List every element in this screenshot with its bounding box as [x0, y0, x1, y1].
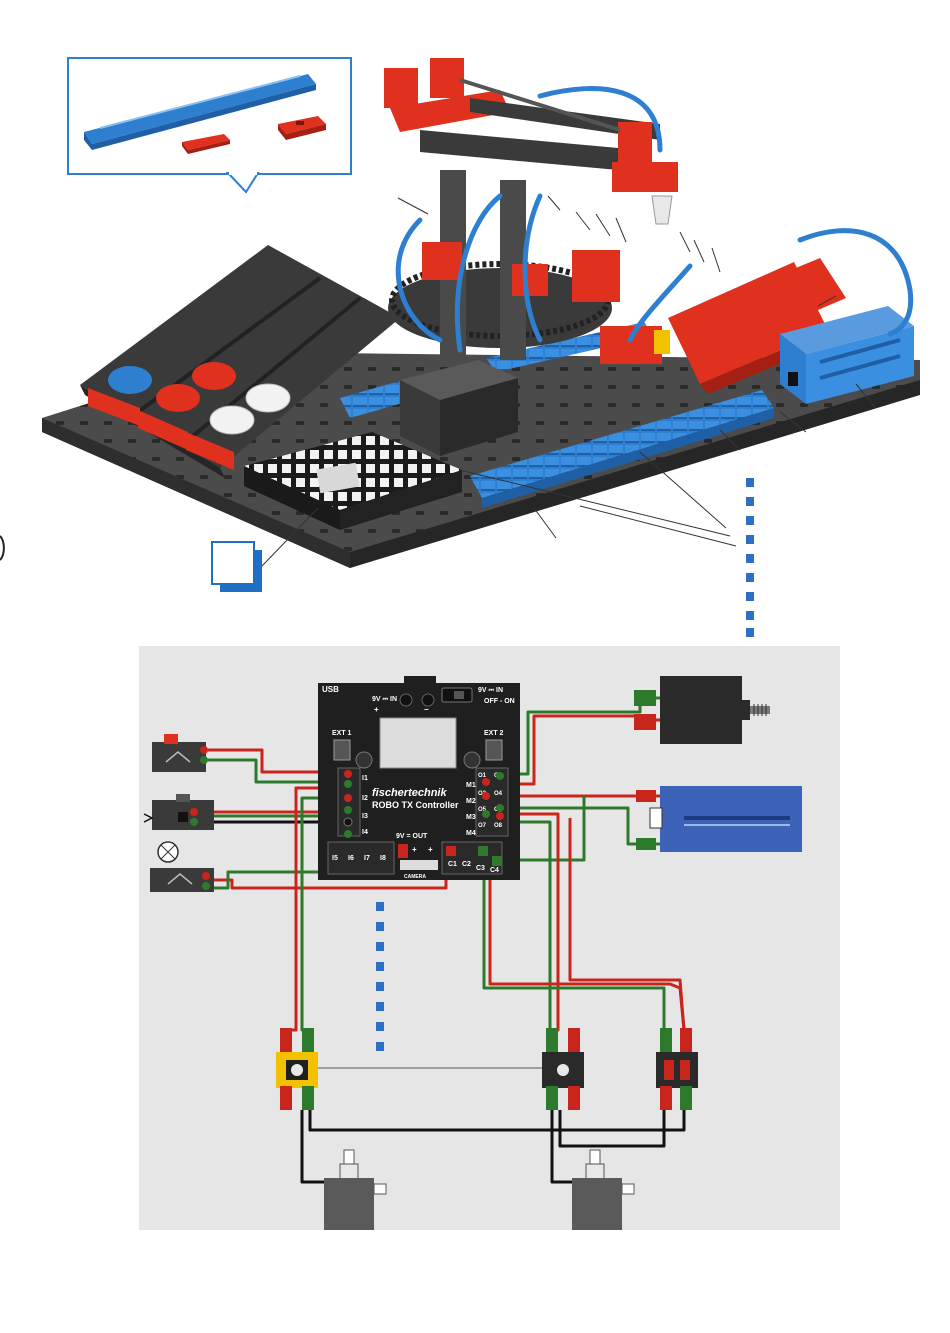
power-jack-minus[interactable]: [422, 694, 434, 706]
output-o7-label: O7: [478, 823, 487, 829]
input-i3-ground[interactable]: [344, 830, 352, 838]
output-o2-plug[interactable]: [496, 772, 504, 780]
input-i6-label: I6: [348, 855, 354, 862]
pneumatic-cylinder-icon: [572, 1178, 622, 1230]
motor-m1-label: M1: [466, 782, 476, 789]
counter-c4-plug[interactable]: [492, 856, 502, 866]
power-in-right-label: 9V ⎓ IN: [478, 687, 503, 694]
plus-label: +: [374, 705, 379, 714]
white-workpiece: [246, 384, 290, 412]
out-9v-plus-sign-2: +: [428, 845, 433, 854]
ext2-label: EXT 2: [484, 730, 504, 737]
motor-m3-label: M3: [466, 814, 476, 821]
white-workpiece: [210, 406, 254, 434]
robo-tx-controller: USB 9V ⎓ IN 9V ⎓ IN OFF - ON + − EXT 1 E…: [318, 676, 520, 880]
input-i3-plug[interactable]: [344, 818, 352, 826]
output-o5-plug[interactable]: [482, 810, 490, 818]
solenoid-valve-icon: [656, 1052, 698, 1088]
power-in-left-label: 9V ⎓ IN: [372, 696, 397, 703]
input-i1-ground[interactable]: [344, 780, 352, 788]
input-i2-ground[interactable]: [344, 806, 352, 814]
dotted-connector-top: [746, 478, 754, 637]
pushbutton-switch-icon: [164, 734, 178, 744]
out-9v-label: 9V = OUT: [396, 833, 428, 840]
input-i3-label: I3: [362, 813, 368, 820]
switch-label: OFF - ON: [484, 698, 515, 705]
output-o8-label: O8: [494, 823, 503, 829]
output-o1-plug[interactable]: [482, 778, 490, 786]
display-screen: [380, 718, 456, 768]
input-ports-bottom: I5 I6 I7 I8: [328, 842, 394, 874]
blue-workpiece: [108, 366, 152, 394]
counter-ports: C1 C2 C3 C4: [442, 842, 502, 874]
left-button[interactable]: [356, 752, 372, 768]
compressor: [636, 786, 802, 852]
counter-c2-label: C2: [462, 861, 471, 868]
ext1-label: EXT 1: [332, 730, 352, 737]
ext1-port[interactable]: [334, 740, 350, 760]
counter-c4-label: C4: [490, 867, 499, 874]
input-i8-label: I8: [380, 855, 386, 862]
out-9v-plus-sign: +: [412, 845, 417, 854]
turntable-tower: [388, 170, 620, 360]
ext2-port[interactable]: [486, 740, 502, 760]
wiring-diagram: USB 9V ⎓ IN 9V ⎓ IN OFF - ON + − EXT 1 E…: [139, 646, 840, 1230]
motor-m4-label: M4: [466, 830, 476, 837]
red-workpiece: [156, 384, 200, 412]
model-label: ROBO TX Controller: [372, 800, 459, 810]
counter-c1-label: C1: [448, 861, 457, 868]
input-i1-plug[interactable]: [344, 770, 352, 778]
out-9v-plus[interactable]: [398, 844, 408, 858]
power-jack[interactable]: [400, 694, 412, 706]
parts-callout: [68, 58, 351, 192]
output-o4-plug[interactable]: [496, 804, 504, 812]
right-button[interactable]: [464, 752, 480, 768]
red-workpiece: [192, 362, 236, 390]
usb-label: USB: [322, 685, 339, 694]
camera-port[interactable]: [400, 860, 438, 870]
motor-m2-label: M2: [466, 798, 476, 805]
output-o6-plug[interactable]: [496, 812, 504, 820]
reference-box: [212, 542, 262, 592]
input-i7-label: I7: [364, 855, 370, 862]
robot-arm: [384, 58, 678, 224]
counter-c3-label: C3: [476, 865, 485, 872]
input-i2-label: I2: [362, 795, 368, 802]
input-i5-label: I5: [332, 855, 338, 862]
model-illustration: [0, 58, 920, 637]
input-i2-plug[interactable]: [344, 794, 352, 802]
input-i4-label: I4: [362, 829, 368, 836]
motor-icon: [660, 676, 742, 744]
output-o3-plug[interactable]: [482, 792, 490, 800]
camera-label: CAMERA: [404, 874, 426, 880]
counter-c1-plug[interactable]: [446, 846, 456, 856]
pneumatic-cylinder-icon: [324, 1178, 374, 1230]
output-o4-label: O4: [494, 791, 503, 797]
counter-c3-plug[interactable]: [478, 846, 488, 856]
page-edge-mark: [0, 536, 4, 560]
input-i1-label: I1: [362, 775, 368, 782]
brand-label: fischertechnik: [372, 787, 447, 799]
